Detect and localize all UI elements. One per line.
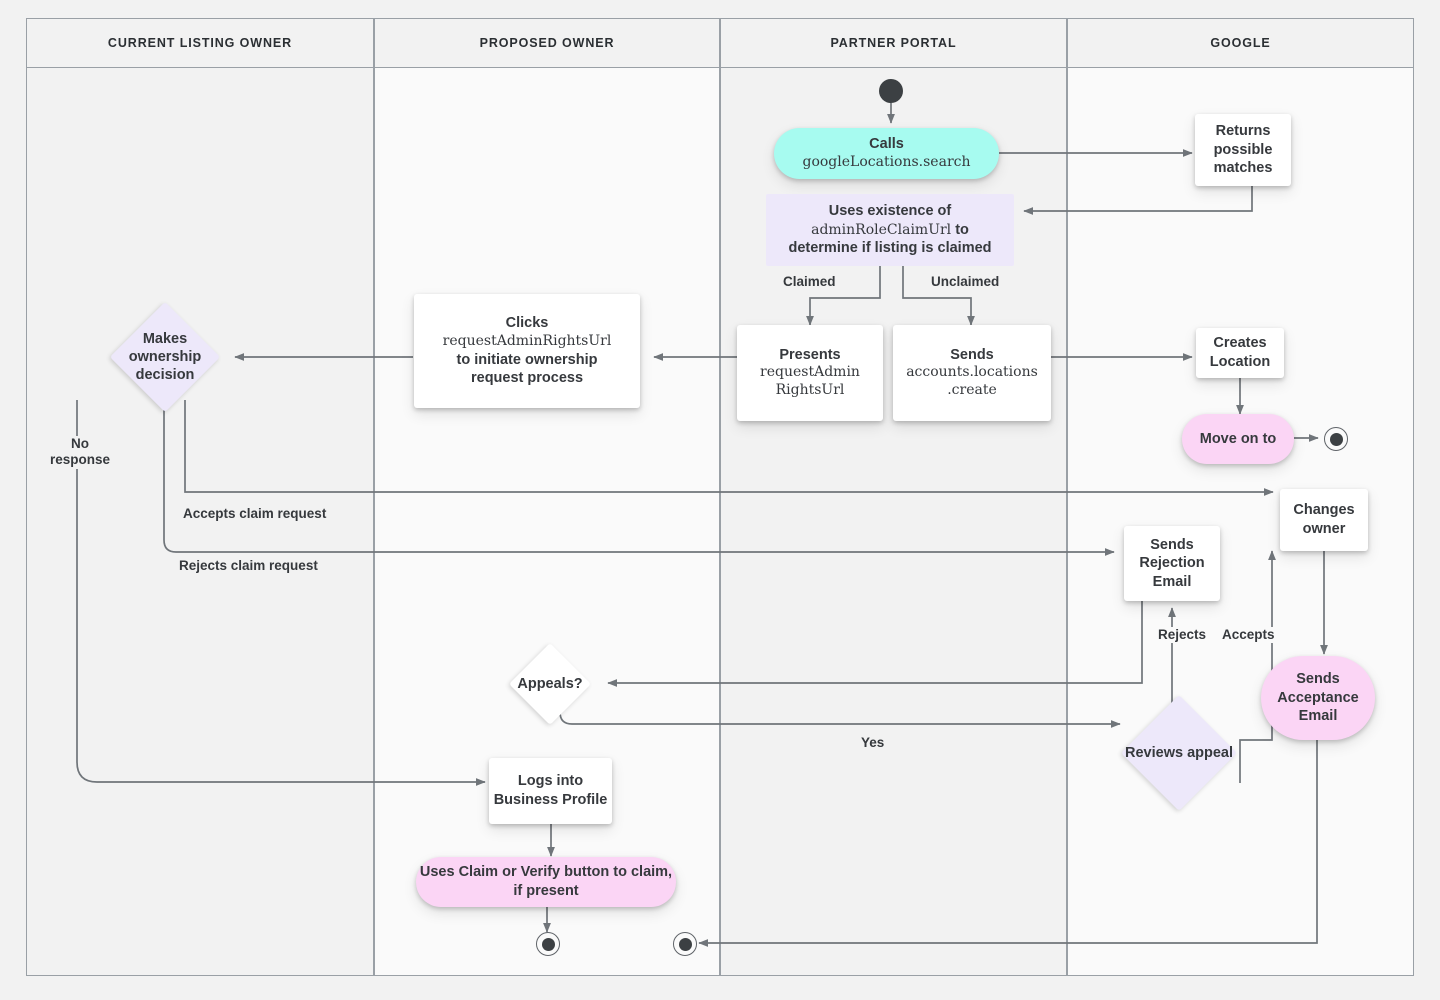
start-node-partner-portal xyxy=(879,79,903,103)
lane-header-proposed-owner: PROPOSED OWNER xyxy=(374,18,720,68)
diamond-shape xyxy=(508,642,592,726)
node-label: Move on to xyxy=(1199,430,1277,447)
edge-label-unclaimed: Unclaimed xyxy=(928,274,1003,291)
node-sends-acceptance-email[interactable]: Sends Acceptance Email xyxy=(1261,656,1375,740)
node-line-2: adminRoleClaimUrl to xyxy=(811,221,969,240)
node-line-2-tail: to xyxy=(951,221,969,238)
node-label: Returns possible matches xyxy=(1213,123,1273,177)
node-label: Logs into Business Profile xyxy=(493,773,608,808)
lane-header-current-listing-owner: CURRENT LISTING OWNER xyxy=(26,18,374,68)
node-reviews-appeal[interactable]: Reviews appeal xyxy=(1121,695,1237,811)
node-creates-location[interactable]: Creates Location xyxy=(1196,328,1284,378)
node-uses-existence-of-admin-role-claim-url[interactable]: Uses existence of adminRoleClaimUrl to d… xyxy=(766,194,1014,266)
end-node-proposed-owner xyxy=(536,932,560,956)
end-node-partner-portal xyxy=(673,932,697,956)
edge-label-rejects-claim-request: Rejects claim request xyxy=(176,558,321,575)
edge-label-no-response-line1: No xyxy=(71,436,89,451)
node-move-on-to[interactable]: Move on to xyxy=(1182,414,1294,464)
node-logs-into-business-profile[interactable]: Logs into Business Profile xyxy=(489,758,612,824)
lane-header-google: GOOGLE xyxy=(1067,18,1414,68)
node-label: Uses Claim or Verify button to claim, if… xyxy=(419,864,673,899)
edge-label-accepts: Accepts xyxy=(1219,627,1278,644)
node-line-1: Presents xyxy=(779,346,841,363)
node-returns-possible-matches[interactable]: Returns possible matches xyxy=(1195,114,1291,186)
node-presents-request-admin-rights-url[interactable]: Presents requestAdmin RightsUrl xyxy=(737,325,883,421)
node-label: Sends Rejection Email xyxy=(1139,536,1205,590)
edge-label-no-response-line2: response xyxy=(49,452,111,468)
node-sends-accounts-locations-create[interactable]: Sends accounts.locations .create xyxy=(893,325,1051,421)
lane-header-label: CURRENT LISTING OWNER xyxy=(107,36,293,50)
node-line-1: Sends xyxy=(950,346,994,363)
diamond-shape xyxy=(1121,695,1237,811)
node-line-2: requestAdmin xyxy=(760,364,860,381)
node-label: Creates Location xyxy=(1209,335,1271,370)
node-line-1: Calls xyxy=(869,136,904,153)
node-calls-google-locations-search[interactable]: Calls googleLocations.search xyxy=(774,128,999,179)
edge-label-yes: Yes xyxy=(858,735,888,752)
lane-body-proposed-owner xyxy=(374,68,720,976)
node-line-3: RightsUrl xyxy=(775,382,845,399)
node-line-1: Uses existence of xyxy=(828,203,952,219)
node-uses-claim-or-verify-button[interactable]: Uses Claim or Verify button to claim, if… xyxy=(416,857,676,907)
node-line-2: googleLocations.search xyxy=(802,153,971,170)
lane-header-label: GOOGLE xyxy=(1210,36,1271,50)
node-line-2: requestAdminRightsUrl xyxy=(442,332,612,349)
edge-label-claimed: Claimed xyxy=(780,274,839,291)
diamond-shape xyxy=(109,301,221,413)
node-appeals[interactable]: Appeals? xyxy=(508,642,592,726)
edge-label-rejects: Rejects xyxy=(1155,627,1210,644)
node-line-3: to initiate ownership xyxy=(456,351,598,368)
node-sends-rejection-email[interactable]: Sends Rejection Email xyxy=(1124,526,1220,601)
node-line-2: accounts.locations xyxy=(906,364,1038,381)
node-line-1: Clicks xyxy=(505,315,549,332)
end-node-google xyxy=(1324,427,1348,451)
node-label: Sends Acceptance Email xyxy=(1277,671,1359,725)
node-label: Changes owner xyxy=(1293,502,1355,537)
edge-label-no-response: No response xyxy=(42,436,118,469)
lane-header-label: PROPOSED OWNER xyxy=(479,36,615,50)
node-changes-owner[interactable]: Changes owner xyxy=(1280,489,1368,551)
node-clicks-request-admin-rights-url[interactable]: Clicks requestAdminRightsUrl to initiate… xyxy=(414,294,640,408)
node-line-3: determine if listing is claimed xyxy=(788,240,992,257)
node-line-2-code: adminRoleClaimUrl xyxy=(811,221,952,238)
node-line-3: .create xyxy=(947,382,997,399)
edge-label-accepts-claim-request: Accepts claim request xyxy=(180,506,330,523)
lane-header-partner-portal: PARTNER PORTAL xyxy=(720,18,1067,68)
node-makes-ownership-decision[interactable]: Makes ownership decision xyxy=(109,301,221,413)
node-line-4: request process xyxy=(470,370,584,387)
lane-header-label: PARTNER PORTAL xyxy=(830,36,957,50)
